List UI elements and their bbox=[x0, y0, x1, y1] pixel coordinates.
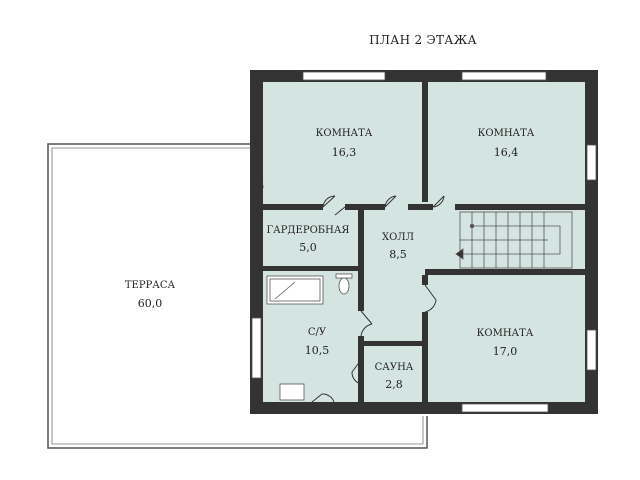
door-terrace bbox=[251, 177, 264, 189]
window-room3-side bbox=[586, 329, 597, 371]
bathtub-drain-line bbox=[274, 281, 296, 300]
door-room1 bbox=[322, 195, 336, 208]
sauna-name: САУНА bbox=[375, 362, 414, 373]
room3-area: 17,0 bbox=[493, 345, 518, 358]
wall-wardrobe-bottom bbox=[263, 266, 364, 271]
bathroom-area: 10,5 bbox=[305, 344, 330, 357]
hall-area: 8,5 bbox=[389, 248, 407, 261]
terrace-name: ТЕРРАСА bbox=[125, 280, 176, 291]
room2-area: 16,4 bbox=[494, 146, 519, 159]
stair-arrow-icon bbox=[455, 248, 464, 260]
doors bbox=[251, 177, 445, 403]
terrace-outline bbox=[47, 143, 428, 449]
wall-wardrobe-right bbox=[358, 210, 364, 270]
hall-name: ХОЛЛ bbox=[382, 232, 414, 243]
toilet-tank bbox=[335, 273, 353, 279]
room1-fill bbox=[263, 80, 425, 208]
bathroom-name: С/У bbox=[308, 327, 327, 338]
door-bath-bottom bbox=[311, 393, 335, 403]
wall-rooms-hall-mid bbox=[345, 204, 385, 210]
plan-title: ПЛАН 2 ЭТАЖА bbox=[369, 33, 477, 47]
sauna-fill bbox=[361, 344, 425, 404]
room3-name: КОМНАТА bbox=[477, 328, 534, 339]
interior-walls bbox=[263, 82, 585, 402]
sink-counter bbox=[279, 383, 305, 401]
room1-name: КОМНАТА bbox=[316, 128, 373, 139]
door-hall-left bbox=[384, 195, 397, 208]
room3-fill bbox=[425, 272, 585, 404]
room-labels: КОМНАТА 16,3 КОМНАТА 16,4 ГАРДЕРОБНАЯ 5,… bbox=[125, 128, 535, 391]
wardrobe-fill bbox=[263, 208, 361, 268]
door-sauna bbox=[351, 359, 362, 385]
door-room2 bbox=[432, 195, 445, 208]
stair-direction-line bbox=[462, 225, 561, 255]
window-room1 bbox=[302, 71, 386, 81]
door-room3 bbox=[424, 284, 437, 313]
wall-room3-left bbox=[422, 275, 428, 285]
sauna-area: 2,8 bbox=[385, 378, 403, 391]
door-bath bbox=[360, 310, 373, 337]
room1-area: 16,3 bbox=[332, 146, 357, 159]
window-room2-side bbox=[586, 144, 597, 181]
wardrobe-name: ГАРДЕРОБНАЯ bbox=[267, 225, 350, 236]
terrace-area: 60,0 bbox=[138, 297, 163, 310]
windows bbox=[251, 71, 597, 413]
wall-sauna-top bbox=[361, 341, 425, 346]
wardrobe-area: 5,0 bbox=[299, 241, 317, 254]
terrace bbox=[47, 143, 428, 449]
room2-name: КОМНАТА bbox=[478, 128, 535, 139]
fixtures bbox=[266, 273, 353, 401]
hall-lower-fill bbox=[361, 272, 425, 344]
window-room2 bbox=[461, 71, 547, 81]
window-room3-bottom bbox=[461, 403, 549, 413]
toilet-icon bbox=[338, 277, 350, 295]
bathtub-inner bbox=[269, 278, 321, 302]
wall-room3-top bbox=[425, 269, 585, 275]
wall-rooms-hall-right bbox=[408, 204, 433, 210]
wall-rooms-hall-left bbox=[263, 204, 323, 210]
wall-rooms-hall-far bbox=[455, 204, 585, 210]
door-wardrobe bbox=[334, 206, 346, 216]
wall-room3-left-low bbox=[422, 312, 428, 402]
wall-bath-right bbox=[358, 271, 364, 311]
staircase bbox=[455, 211, 573, 269]
window-bath-side bbox=[251, 317, 262, 379]
terrace-outline-inner bbox=[51, 147, 424, 445]
wall-bath-right-low bbox=[358, 336, 364, 402]
wall-room1-room2 bbox=[422, 82, 428, 202]
stair-start-dot bbox=[469, 223, 475, 229]
room2-fill bbox=[425, 80, 585, 208]
